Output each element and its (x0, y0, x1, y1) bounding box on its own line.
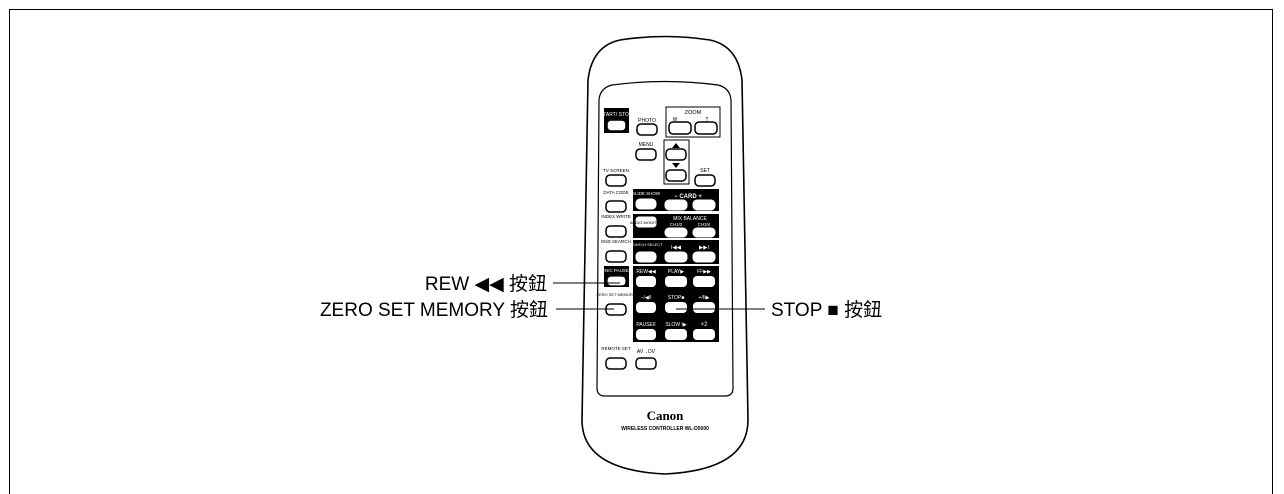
start-stop-button[interactable] (606, 119, 627, 132)
mix-balance-label: MIX BALANCE (673, 216, 707, 222)
ch12-button[interactable] (664, 227, 688, 238)
frame-back-label: −/◀II (641, 295, 652, 301)
zero-set-callout: ZERO SET MEMORY 按鈕 (320, 299, 548, 321)
play-label: PLAY▶ (668, 269, 684, 275)
av-dv-button[interactable] (635, 357, 657, 370)
play-button[interactable] (665, 276, 687, 287)
prev-label: I◀◀ (671, 245, 682, 251)
pause-label: PAUSEII (636, 322, 655, 328)
model-label: WIRELESS CONTROLLER WL-D5000 (621, 426, 709, 432)
data-code-button[interactable] (605, 200, 627, 213)
slide-show-label: SLIDE SHOW (632, 191, 661, 196)
card-label: − CARD + (674, 194, 702, 200)
end-search-label: END SEARCH (601, 239, 631, 244)
frame-back-button[interactable] (636, 302, 656, 313)
remote-set-label: REMOTE SET (601, 346, 631, 351)
rec-pause-button[interactable] (606, 275, 627, 287)
photo-button[interactable] (636, 123, 658, 136)
slow-button[interactable] (665, 329, 687, 340)
frame-fwd-button[interactable] (693, 302, 715, 313)
ff-label: FF▶▶ (697, 269, 711, 275)
prev-button[interactable] (664, 251, 688, 263)
rec-pause-label: REC PAUSE (603, 268, 629, 273)
brand-logo: Canon (647, 408, 685, 423)
next-button[interactable] (692, 251, 716, 263)
index-write-label: INDEX WRITE (601, 214, 631, 219)
next-label: ▶▶I (699, 245, 709, 251)
photo-label: PHOTO (638, 118, 656, 124)
stop-label: STOP■ (668, 295, 685, 301)
end-search-button[interactable] (605, 250, 627, 263)
zoom-w-button[interactable] (668, 121, 692, 135)
zoom-t-button[interactable] (694, 121, 718, 135)
zoom-t-label: T (705, 117, 708, 123)
menu-label: MENU (639, 142, 654, 148)
rew-label: REW◀◀ (636, 269, 656, 275)
stop-button[interactable] (665, 302, 687, 313)
zoom-label: ZOOM (685, 110, 702, 116)
up-arrow-icon (672, 143, 680, 148)
index-write-button[interactable] (605, 225, 627, 238)
slow-label: SLOW I▶ (665, 322, 687, 328)
tv-screen-button[interactable] (605, 174, 627, 187)
x2-button[interactable] (693, 329, 715, 340)
ch12-label: CH1/2 (670, 222, 683, 227)
figure-frame (9, 9, 1273, 494)
remote-set-button[interactable] (605, 357, 627, 370)
start-stop-label: START/ STOP (600, 112, 633, 118)
rew-button[interactable] (636, 276, 656, 287)
down-button[interactable] (665, 169, 687, 182)
set-label: SET (700, 168, 710, 174)
ch34-label: CH3/4 (698, 222, 711, 227)
av-dv-label: AV→DV (637, 349, 656, 355)
up-button[interactable] (665, 148, 687, 161)
audio-monitor-button[interactable] (635, 216, 657, 228)
menu-button[interactable] (635, 148, 657, 161)
set-button[interactable] (694, 174, 716, 187)
card-minus-button[interactable] (664, 199, 688, 211)
slide-show-button[interactable] (635, 198, 657, 210)
zoom-w-label: W (673, 117, 678, 123)
stop-callout: STOP ■ 按鈕 (771, 299, 882, 321)
x2-label: ×2 (701, 322, 709, 328)
frame-fwd-label: +/II▶ (699, 295, 710, 301)
search-select-button[interactable] (635, 251, 657, 263)
down-arrow-icon (672, 163, 680, 168)
rew-callout: REW ◀◀ 按鈕 (425, 273, 547, 295)
ch34-button[interactable] (692, 227, 716, 238)
tv-screen-label: TV SCREEN (603, 168, 629, 173)
card-plus-button[interactable] (692, 199, 716, 211)
ff-button[interactable] (693, 276, 715, 287)
audio-monitor-label: AUDIO MONITOR (630, 220, 663, 225)
zero-set-memory-label: ZERO SET MEMORY (597, 292, 636, 297)
data-code-label: DATA CODE (603, 190, 628, 195)
pause-button[interactable] (636, 329, 656, 340)
search-select-label: SEARCH SELECT (629, 242, 663, 247)
